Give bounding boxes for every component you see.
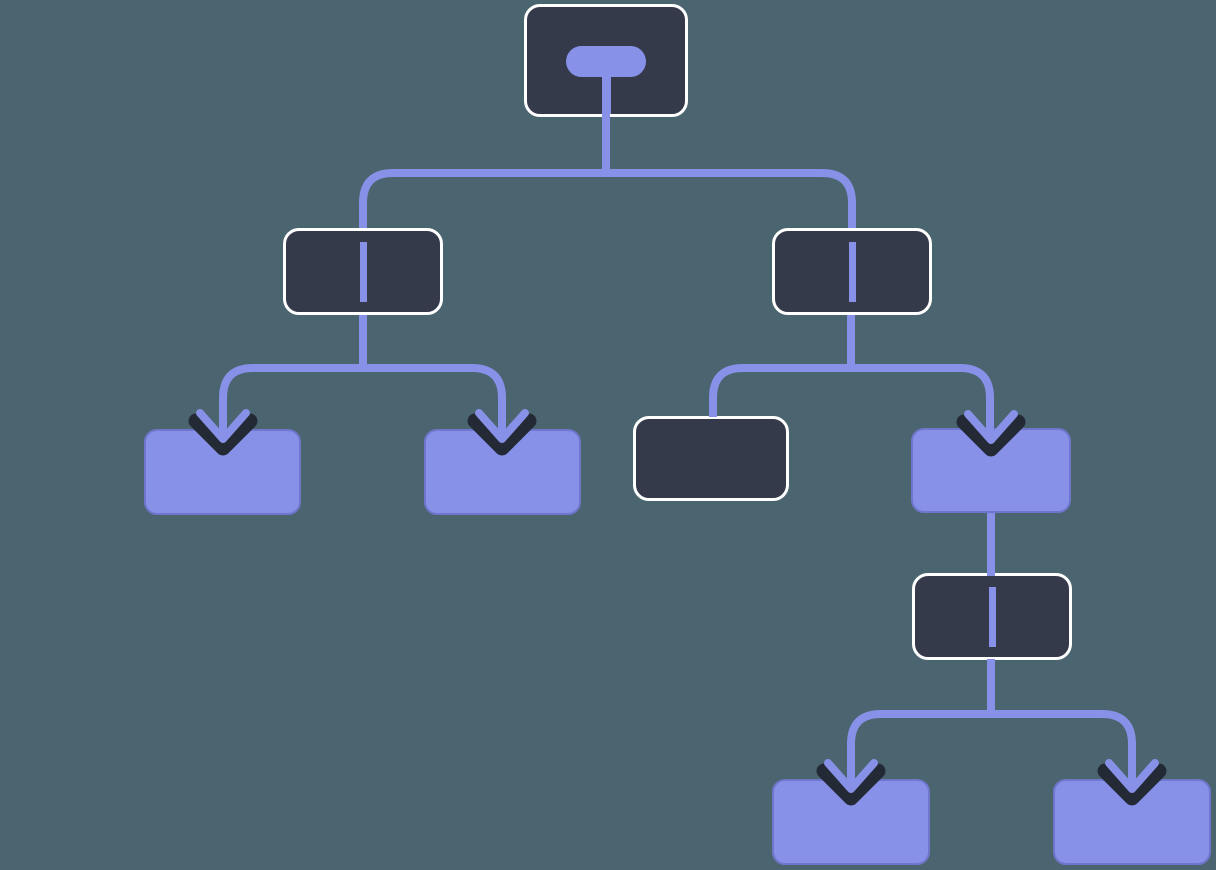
node-connector-right[interactable] <box>772 228 932 315</box>
node-leaf-5[interactable] <box>1053 779 1211 865</box>
node-connector-left[interactable] <box>283 228 443 315</box>
pass-through-bar-icon <box>848 241 856 302</box>
pass-through-bar-icon <box>359 241 367 302</box>
node-leaf-4[interactable] <box>772 779 930 865</box>
edge-branch-top <box>359 169 856 228</box>
edge-branch-bottom <box>847 710 1136 786</box>
node-leaf-2[interactable] <box>424 429 581 515</box>
node-connector-bottom[interactable] <box>912 573 1072 660</box>
tree-root-icon <box>566 46 646 77</box>
node-dark-plain[interactable] <box>633 416 789 501</box>
pass-through-bar-icon <box>988 586 996 647</box>
node-root[interactable] <box>524 4 688 117</box>
node-leaf-1[interactable] <box>144 429 301 515</box>
edge-branch-left <box>219 364 506 436</box>
node-leaf-3[interactable] <box>911 428 1071 513</box>
tree-root-stem <box>601 75 611 114</box>
